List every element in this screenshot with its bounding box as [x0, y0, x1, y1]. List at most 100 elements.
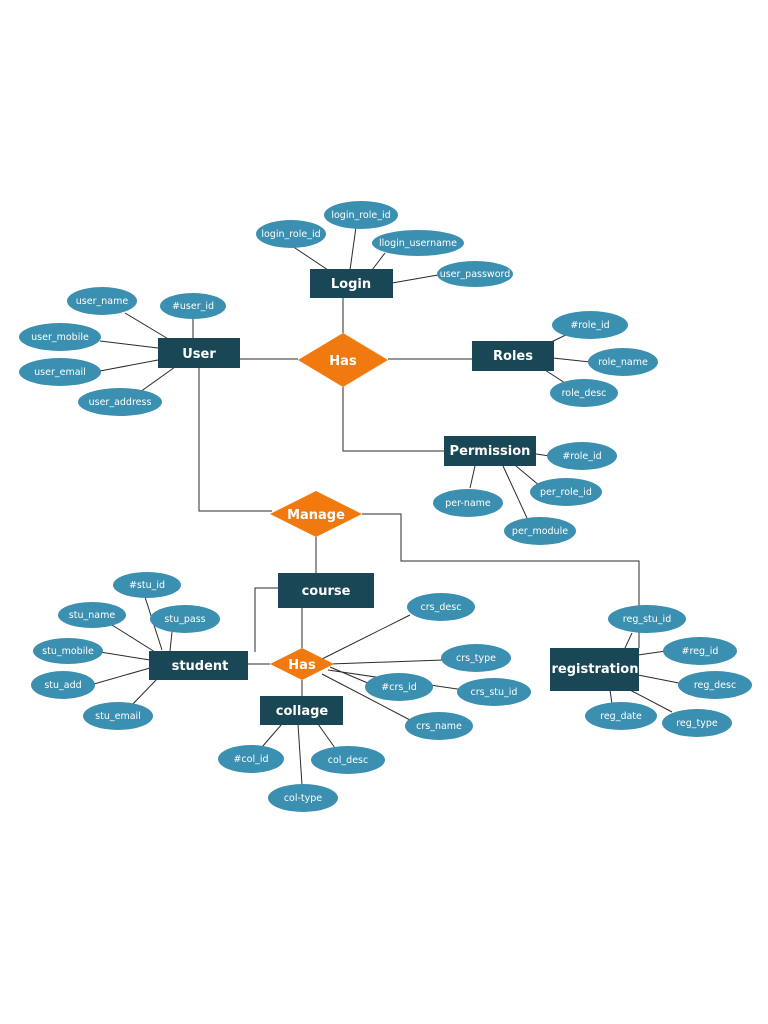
svg-text:#role_id: #role_id [562, 451, 601, 462]
attribute-col-desc: col_desc [311, 746, 385, 774]
attribute-crs-type: crs_type [441, 644, 511, 672]
attribute-reg-stu-id: reg_stu_id [608, 605, 686, 633]
attribute-stu-email: stu_email [83, 702, 153, 730]
svg-text:role_name: role_name [598, 357, 648, 368]
line-reg-reg-stu-id [624, 632, 633, 649]
attribute-crs-name: crs_name [405, 712, 473, 740]
attribute-user-mobile: user_mobile [19, 323, 101, 351]
line-has-crs-type [329, 659, 444, 665]
attribute-crs-desc: crs_desc [407, 593, 475, 621]
relationship-has-bottom: Has [270, 648, 334, 680]
svg-text:#crs_id: #crs_id [381, 682, 416, 693]
svg-text:crs_stu_id: crs_stu_id [471, 687, 518, 698]
attribute-stu-name: stu_name [58, 602, 126, 628]
line-has-crs-name [321, 673, 411, 721]
svg-text:stu_name: stu_name [69, 610, 116, 621]
svg-text:reg_date: reg_date [600, 711, 642, 722]
entity-collage: collage [260, 696, 343, 725]
attribute-reg-type: reg_type [662, 709, 732, 737]
svg-text:crs_desc: crs_desc [421, 602, 462, 613]
attribute-user-name: user_name [67, 287, 137, 315]
svg-text:#stu_id: #stu_id [129, 580, 165, 591]
attribute-stu-mobile: stu_mobile [33, 638, 103, 664]
line-login-login-role-id-2 [349, 226, 357, 271]
svg-text:#role_id: #role_id [570, 320, 609, 331]
svg-text:crs_name: crs_name [416, 721, 462, 732]
line-login-username [371, 252, 386, 271]
attribute-col-id: #col_id [218, 745, 284, 773]
svg-text:per_module: per_module [512, 526, 568, 537]
svg-text:user_address: user_address [89, 397, 152, 408]
entity-label: Permission [450, 444, 531, 459]
entity-label: User [182, 347, 216, 362]
line-reg-reg-type [629, 689, 673, 713]
attribute-role-desc: role_desc [550, 379, 618, 407]
entity-roles: Roles [472, 341, 554, 371]
connector-lines [93, 226, 685, 786]
line-has-crs-id [329, 666, 371, 685]
svg-text:role_desc: role_desc [562, 388, 607, 399]
svg-text:crs_type: crs_type [456, 653, 496, 664]
line-collage-col-id [261, 723, 283, 748]
line-collage-col-type [297, 723, 303, 786]
entity-user: User [158, 338, 240, 368]
relationship-label: Manage [287, 508, 345, 523]
line-user-mobile [99, 340, 159, 349]
attribute-per-module: per_module [504, 517, 576, 545]
line-reg-reg-date [609, 689, 613, 705]
relationship-label: Has [288, 658, 316, 673]
svg-text:#col_id: #col_id [233, 754, 268, 765]
svg-text:col-type: col-type [284, 793, 322, 804]
attribute-login-username: llogin_username [372, 230, 464, 256]
attribute-user-address: user_address [78, 388, 162, 416]
svg-text:user_password: user_password [440, 269, 511, 280]
line-roles-role-name [552, 357, 591, 363]
line-student-stu-pass [169, 631, 173, 652]
entity-registration: registration [550, 648, 639, 691]
entity-permission: Permission [444, 436, 536, 466]
entity-label: course [302, 584, 351, 599]
line-collage-col-desc [317, 723, 336, 749]
attribute-user-email: user_email [19, 358, 101, 386]
attribute-per-name: per-name [433, 489, 503, 517]
entity-student: student [149, 651, 248, 680]
line-perm-per-module [502, 465, 528, 519]
attribute-role-name: role_name [588, 348, 658, 376]
line-user-name [124, 312, 171, 341]
svg-text:llogin_username: llogin_username [379, 238, 457, 249]
line-student-stu-name [111, 624, 156, 653]
attribute-login-role-id: login_role_id [256, 220, 326, 248]
attribute-reg-id: #reg_id [663, 637, 737, 665]
entity-label: Login [331, 277, 371, 292]
line-roles-role-desc [544, 369, 566, 384]
line-has-permission [342, 387, 444, 452]
svg-text:login_role_id: login_role_id [261, 229, 320, 240]
attribute-col-type: col-type [268, 784, 338, 812]
relationship-manage: Manage [270, 491, 362, 537]
entity-label: registration [552, 662, 639, 677]
attribute-reg-date: reg_date [585, 702, 657, 730]
relationship-has-top: Has [298, 333, 388, 387]
svg-text:user_name: user_name [76, 296, 129, 307]
line-perm-per-name [469, 465, 476, 489]
attribute-user-password: user_password [437, 261, 513, 287]
attribute-role-id: #role_id [552, 311, 628, 339]
attribute-crs-stu-id: crs_stu_id [457, 678, 531, 706]
entity-label: Roles [493, 349, 533, 364]
line-login-password [391, 274, 439, 284]
svg-text:stu_pass: stu_pass [164, 614, 205, 625]
svg-text:per-name: per-name [445, 498, 491, 509]
line-has-crs-desc [319, 614, 411, 661]
attribute-user-id: #user_id [160, 293, 226, 319]
line-user-address [139, 366, 176, 393]
line-manage-registration [362, 513, 640, 648]
attribute-crs-id: #crs_id [365, 673, 433, 701]
entity-course: course [278, 573, 374, 608]
line-reg-reg-desc [637, 674, 685, 685]
entity-label: student [172, 659, 229, 674]
svg-text:col_desc: col_desc [328, 755, 368, 766]
line-student-course [254, 587, 278, 652]
svg-text:user_mobile: user_mobile [31, 332, 89, 343]
svg-text:per_role_id: per_role_id [540, 487, 592, 498]
